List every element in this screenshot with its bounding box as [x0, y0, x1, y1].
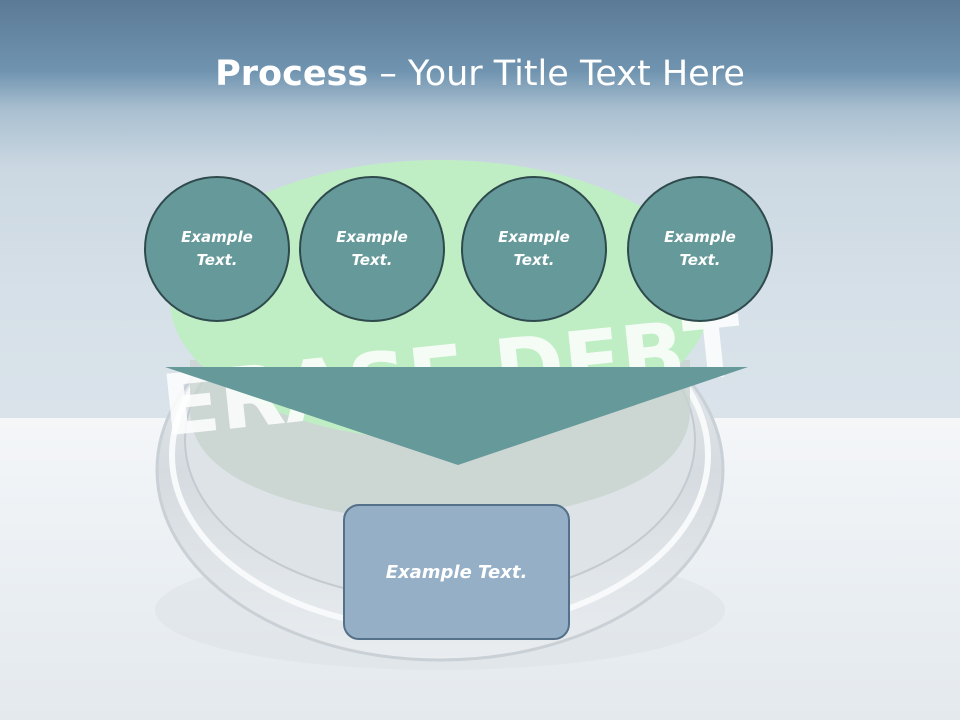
result-box-label: Example Text.	[385, 561, 528, 583]
process-step-2-label: Example Text.	[336, 228, 408, 269]
slide-title: Process – Your Title Text Here	[0, 52, 960, 96]
process-step-4: Example Text.	[627, 176, 773, 322]
process-step-4-label: Example Text.	[664, 228, 736, 269]
funnel-arrow	[165, 367, 748, 465]
result-box: Example Text.	[343, 504, 570, 640]
process-step-1-label: Example Text.	[181, 228, 253, 269]
process-step-1: Example Text.	[144, 176, 290, 322]
title-bold: Process	[215, 54, 369, 94]
process-step-3: Example Text.	[461, 176, 607, 322]
title-rest: – Your Title Text Here	[368, 54, 745, 94]
process-step-3-label: Example Text.	[498, 228, 570, 269]
process-step-2: Example Text.	[299, 176, 445, 322]
